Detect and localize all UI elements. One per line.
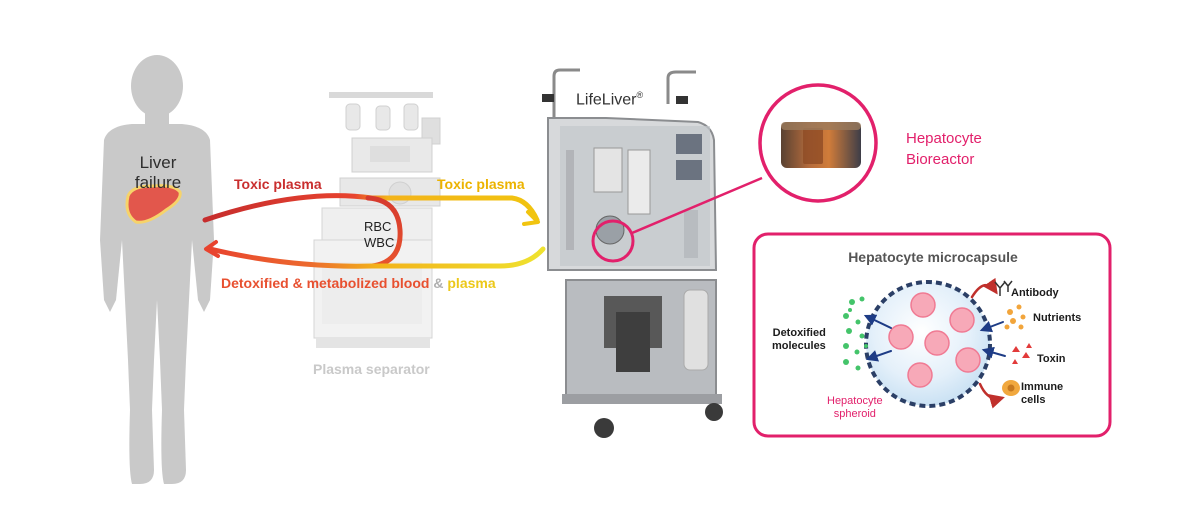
- antibody-icon: [994, 280, 1013, 296]
- flow-rbc-wbc-loop: [365, 195, 403, 269]
- human-figure: [100, 55, 214, 484]
- hepatocyte-spheroid-label: Hepatocyte spheroid: [827, 395, 883, 420]
- capsule-arrows: [863, 277, 1006, 409]
- toxic-plasma-label-left: Toxic plasma: [234, 176, 322, 192]
- plasma-separator-machine: [313, 92, 441, 348]
- liver-failure-label: Liver failure: [134, 153, 182, 192]
- toxin-label: Toxin: [1037, 353, 1066, 365]
- nutrients-dots: [1004, 304, 1026, 330]
- flow-detoxified-return: [204, 240, 546, 269]
- flow-toxic-plasma: [202, 193, 540, 226]
- antibody-label: Antibody: [1011, 287, 1059, 299]
- blood-cells-label: RBC WBC: [364, 219, 395, 250]
- microcapsule-title: Hepatocyte microcapsule: [848, 249, 1018, 265]
- return-flow-label: Detoxified & metabolized blood & plasma: [221, 275, 496, 291]
- detoxified-molecules-label: Detoxified molecules: [772, 327, 826, 352]
- lifeliver-machine: [542, 68, 723, 438]
- immune-cell-icon: [1002, 380, 1020, 396]
- bioreactor-photo: [781, 122, 861, 168]
- immune-cells-label: Immune cells: [1021, 381, 1064, 406]
- liver-organ: [125, 184, 182, 224]
- lifeliver-label: LifeLiver®: [576, 90, 644, 109]
- detoxified-molecules-dots: [843, 296, 868, 371]
- nutrients-label: Nutrients: [1033, 312, 1082, 324]
- bioreactor-label: Hepatocyte Bioreactor: [906, 130, 982, 168]
- plasma-separator-label: Plasma separator: [313, 361, 430, 377]
- toxic-plasma-label-right: Toxic plasma: [437, 176, 525, 192]
- hepatocyte-spheroids: [888, 292, 981, 388]
- toxin-icon: [1012, 343, 1032, 364]
